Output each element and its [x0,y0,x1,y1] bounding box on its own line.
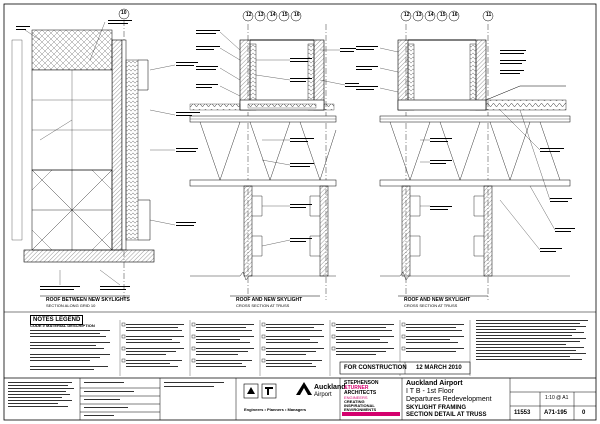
project-line3: Departures Redevelopment [406,396,492,403]
job-number: 11553 [514,410,531,416]
drawing-title-line1: SKYLIGHT FRAMING [406,405,466,411]
grid-bubble-13: 13 [258,12,264,18]
material-header: CODE # MATERIAL DESCRIPTION [30,323,95,328]
consultant-tagline: Engineers • Planners • Managers [244,407,307,412]
architect-line5: CREATING [344,399,365,404]
grid-bubbles [118,8,494,22]
grid-bubble-11: 11 [486,12,492,18]
scale-value: 1:10 @ A1 [545,395,569,401]
grid-bubble-r15: 15 [440,12,446,18]
detail-2-subtitle: CROSS SECTION AT TRUSS [236,303,290,308]
detail-1-linework [11,20,200,300]
airport-logo-mark [296,382,312,395]
grid-bubble-r16: 16 [452,12,458,18]
architect-line6: INSPIRATIONAL [344,403,375,408]
revision: 0 [582,410,586,416]
grid-bubble-15: 15 [282,12,288,18]
grid-bubble-12: 12 [246,12,252,18]
sheet-border [3,3,597,421]
architect-accent [342,412,400,416]
grid-bubble-r14: 14 [428,12,434,18]
drawing-number: A71-195 [544,410,568,416]
project-line1: Auckland Airport [406,380,463,387]
detail-3-subtitle: CROSS SECTION AT TRUSS [404,303,458,308]
client-name-line1: Auckland [314,384,346,391]
architect-line2: &TURNER [344,385,369,391]
stamp-status: FOR CONSTRUCTION [344,365,407,371]
detail-2-linework [189,24,359,300]
client-name-line2: Airport [314,392,332,398]
note-tags [121,322,406,363]
title-block-grid [79,378,596,420]
consultant-logo [243,383,277,399]
architect-line1: STEPHENSON [344,380,379,386]
notes-columns [119,320,471,376]
grid-bubble-r13: 13 [416,12,422,18]
architect-line7: ENVIRONMENTS [344,407,377,412]
notes-text-lines [30,320,588,370]
grid-bubble-r12: 12 [404,12,410,18]
grid-bubble-16: 16 [294,12,300,18]
detail-3-title: ROOF AND NEW SKYLIGHT [404,297,471,303]
project-line2: I T B - 1st Floor [406,388,454,395]
detail-2-title: ROOF AND NEW SKYLIGHT [236,297,303,303]
architect-line3: ARCHITECTS [344,390,377,396]
grid-bubble-14: 14 [270,12,276,18]
drawing-title-line2: SECTION DETAIL AT TRUSS [406,412,487,418]
architect-line4: ENGINEERS [344,395,368,400]
detail-1-subtitle: SECTION ALONG GRID 10 [46,303,96,308]
detail-1-title: ROOF BETWEEN NEW SKYLIGHTS [46,297,130,303]
grid-bubble-10: 10 [121,10,127,16]
notes-legend-title: NOTES LEGEND [30,315,84,325]
detail-3-linework [356,24,575,300]
stamp-date: 12 MARCH 2010 [416,365,462,371]
